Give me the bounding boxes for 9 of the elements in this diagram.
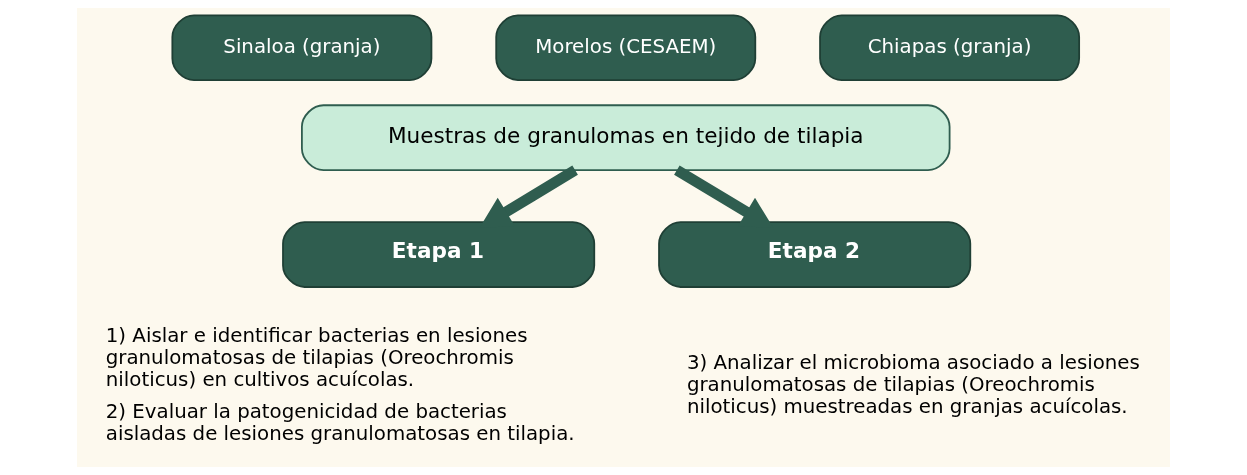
node-label: 3) Analizar el microbioma asociado a lesiones granulomatosas de tilapias (Oreochromis niloticus) muestreadas en granjas acuícolas. — [686, 351, 1140, 418]
node-label: 1) Aislar e identificar bacterias en lesiones granulomatosas de tilapias (Oreochromis niloticus) en cultivos acuícolas. — [105, 324, 528, 391]
node-box: Sinaloa (granja) — [171, 14, 433, 81]
node-box: Chiapas (granja) — [819, 14, 1081, 81]
node-box: Morelos (CESAEM) — [495, 14, 757, 81]
node-box: Etapa 2 — [658, 221, 972, 288]
node-label: 2) Evaluar la patogenicidad de bacterias aisladas de lesiones granulomatosas en tilapia. — [105, 399, 575, 445]
node-box: Etapa 1 — [282, 221, 596, 288]
node-box: Muestras de granulomas en tejido de tilapia — [301, 104, 951, 171]
